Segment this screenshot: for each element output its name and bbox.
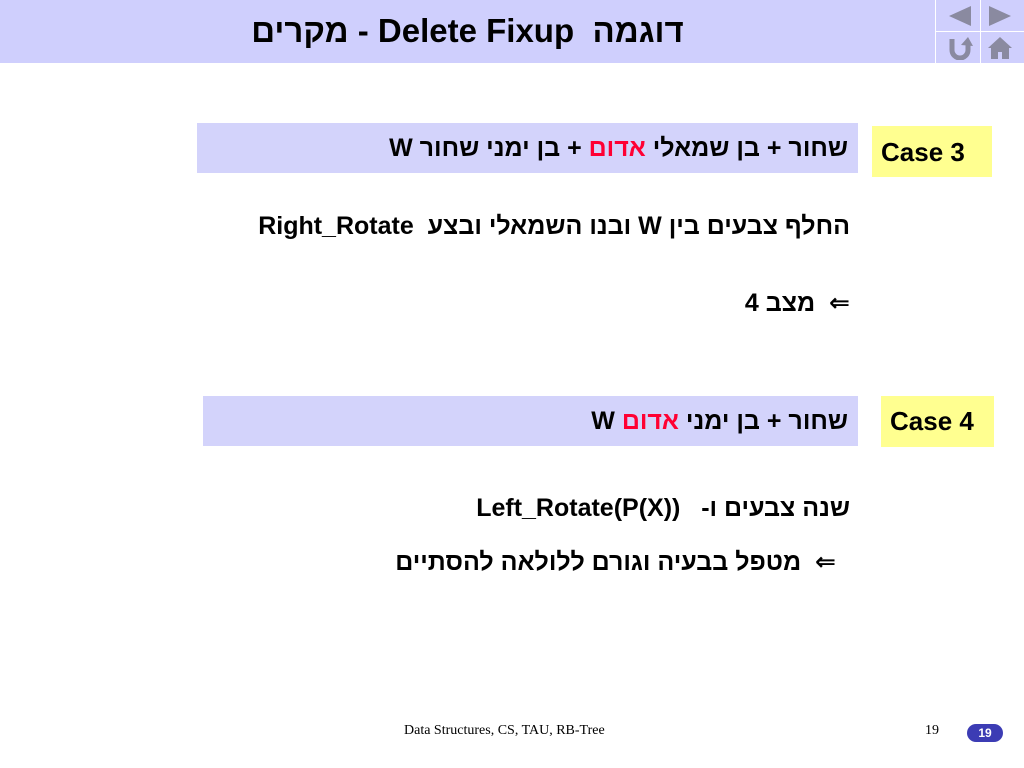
case4-label: Case 4 [890, 406, 974, 436]
case3-step1: החלף צבעים בין W ובנו השמאלי ובצע Right_… [258, 212, 850, 241]
title-english: Delete Fixup [377, 12, 575, 49]
case4-step1: שנה צבעים ו- Left_Rotate(P(X)) [476, 494, 850, 523]
triangle-left-icon [949, 6, 971, 26]
title-hebrew-prefix: דוגמה [592, 12, 684, 49]
case4-condition-red-word: אדום [621, 407, 679, 435]
case4-condition-text: W שחור + בן ימני [591, 407, 848, 435]
implies-arrow-icon: ⇐ [815, 548, 836, 576]
case3-condition: W שחור + בן שמאלי אדום + בן ימני שחור [389, 134, 848, 163]
case3-step2: ⇐ מצב 4 [745, 288, 850, 318]
case3-condition-red-word: אדום [588, 134, 646, 162]
title-hebrew-suffix: - מקרים [251, 12, 369, 49]
return-button[interactable] [942, 35, 978, 61]
nav-divider [980, 0, 981, 63]
case4-step2: ⇐ מטפל בבעיה וגורם ללולאה להסתיים [395, 547, 836, 577]
home-button[interactable] [982, 35, 1018, 61]
case3-condition-box: W שחור + בן שמאלי אדום + בן ימני שחור [197, 123, 858, 173]
house-icon [988, 37, 1012, 59]
case4-label-box: Case 4 [881, 396, 994, 447]
page-badge[interactable]: 19 [967, 724, 1003, 742]
case4-step1-code: Left_Rotate(P(X)) [476, 494, 681, 522]
title-bar: דוגמה Delete Fixup - מקרים [0, 0, 1024, 63]
return-arrow-icon [949, 37, 973, 60]
case4-condition-box: W שחור + בן ימני אדום [203, 396, 858, 446]
footer-caption: Data Structures, CS, TAU, RB-Tree [404, 723, 605, 738]
footer-page-number: 19 [925, 723, 939, 738]
triangle-right-icon [989, 6, 1011, 26]
next-slide-button[interactable] [982, 3, 1018, 29]
case4-condition: W שחור + בן ימני אדום [591, 407, 848, 436]
case3-step2-text: מצב 4 [744, 289, 816, 317]
case3-label: Case 3 [881, 137, 965, 167]
case4-step2-text: מטפל בבעיה וגורם ללולאה להסתיים [395, 548, 802, 576]
implies-arrow-icon: ⇐ [829, 289, 850, 317]
case3-step1-code: Right_Rotate [258, 212, 414, 240]
case3-label-box: Case 3 [872, 126, 992, 177]
previous-slide-button[interactable] [942, 3, 978, 29]
case3-condition-text: W שחור + בן שמאלי [389, 134, 848, 162]
case3-condition-text-end: + בן ימני שחור [419, 134, 589, 162]
slide-title: דוגמה Delete Fixup - מקרים [0, 12, 935, 50]
navigation-panel [935, 0, 1024, 63]
case4-step1-text: שנה צבעים ו- [701, 494, 850, 522]
case3-step1-text: החלף צבעים בין W ובנו השמאלי ובצע [427, 212, 850, 240]
